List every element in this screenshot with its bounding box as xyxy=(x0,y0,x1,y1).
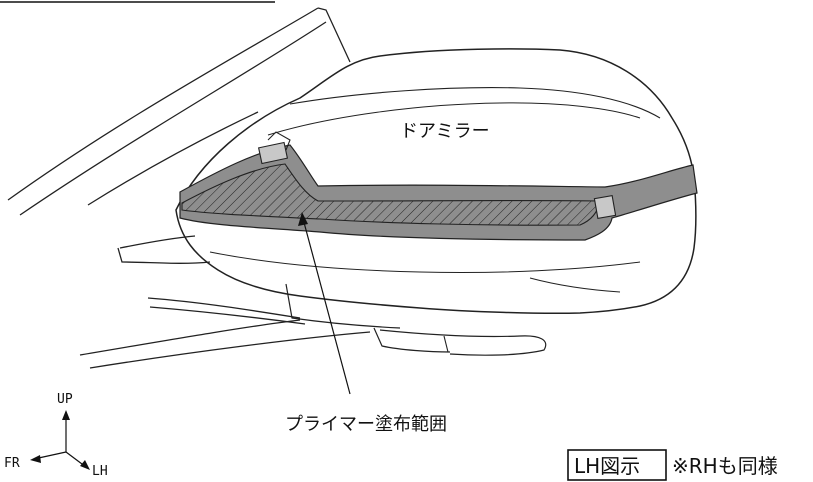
axis-lh-label: LH xyxy=(92,464,108,479)
lh-arrow-icon xyxy=(80,460,90,470)
view-note-label: ※RHも同様 xyxy=(672,454,778,478)
primer-leader-arrowhead xyxy=(298,212,308,226)
mirror-tab xyxy=(267,131,291,151)
part-label: ドアミラー xyxy=(400,121,490,142)
orientation-axes: UP FR LH xyxy=(4,392,108,479)
fr-arrow-icon xyxy=(30,455,41,463)
view-box-label: LH図示 xyxy=(574,454,640,478)
primer-area-label: プライマー塗布範囲 xyxy=(285,413,447,435)
primer-band xyxy=(179,131,698,241)
view-box-frame xyxy=(567,449,667,481)
primer-leader-line xyxy=(301,214,351,395)
up-arrow-icon xyxy=(62,410,70,420)
axis-up-label: UP xyxy=(57,392,73,407)
mirror-housing xyxy=(175,48,697,356)
axis-fr-label: FR xyxy=(4,456,20,471)
door-frame xyxy=(7,7,371,369)
masking-tape-clip xyxy=(257,141,617,220)
